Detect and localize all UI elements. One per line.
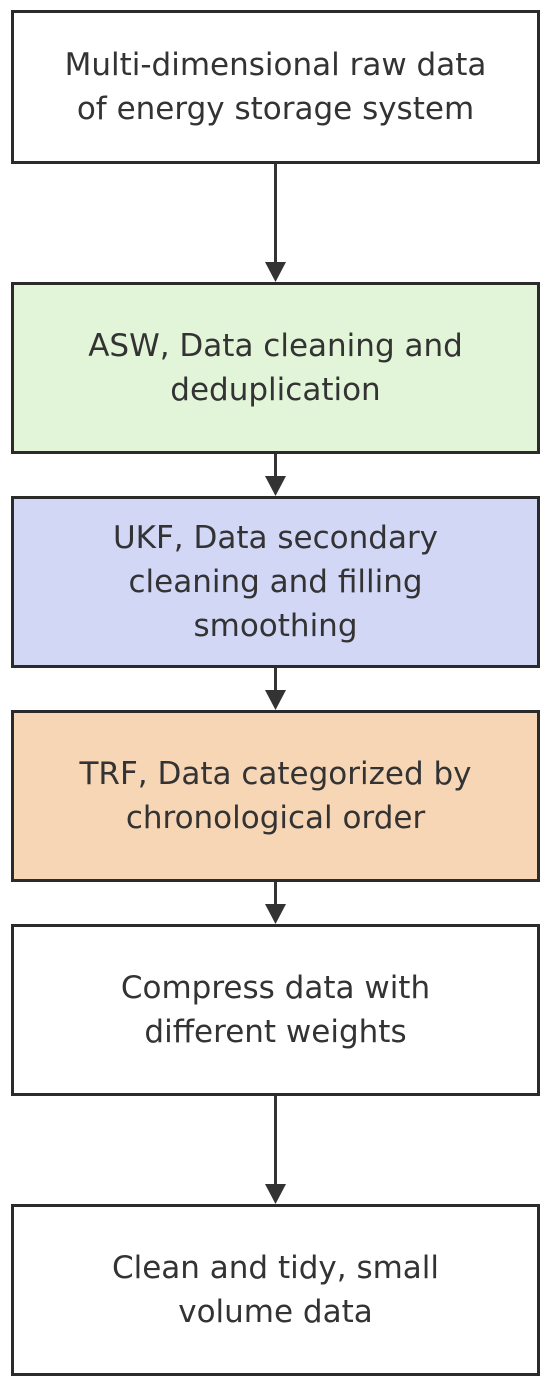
step-text-line: ASW, Data cleaning and bbox=[88, 328, 463, 364]
step-text-line: chronological order bbox=[125, 800, 426, 836]
arrow-head bbox=[265, 262, 286, 282]
step-text-line: different weights bbox=[144, 1014, 407, 1050]
step-text-line: Multi-dimensional raw data bbox=[64, 47, 487, 83]
flow-step-ukf: UKF, Data secondary cleaning and filling… bbox=[11, 496, 540, 668]
arrow-head bbox=[265, 690, 286, 710]
step-text-line: volume data bbox=[178, 1294, 373, 1330]
step-text-line: Clean and tidy, small bbox=[111, 1250, 440, 1286]
step-text-line: deduplication bbox=[170, 372, 381, 408]
flow-step-compress: Compress data with different weights bbox=[11, 924, 540, 1096]
step-text-line: UKF, Data secondary bbox=[112, 520, 439, 556]
flow-step-output: Clean and tidy, small volume data bbox=[11, 1204, 540, 1376]
step-text-line: of energy storage system bbox=[76, 91, 475, 127]
flow-step-raw-data: Multi-dimensional raw data of energy sto… bbox=[11, 10, 540, 164]
arrow-head bbox=[265, 476, 286, 496]
arrow-head bbox=[265, 904, 286, 924]
step-text-line: Compress data with bbox=[120, 970, 431, 1006]
flow-step-trf: TRF, Data categorized by chronological o… bbox=[11, 710, 540, 882]
arrow-head bbox=[265, 1184, 286, 1204]
step-text-line: smoothing bbox=[193, 608, 358, 644]
flow-step-asw: ASW, Data cleaning and deduplication bbox=[11, 282, 540, 454]
step-text-line: TRF, Data categorized by bbox=[79, 756, 472, 792]
step-text-line: cleaning and filling bbox=[128, 564, 423, 600]
